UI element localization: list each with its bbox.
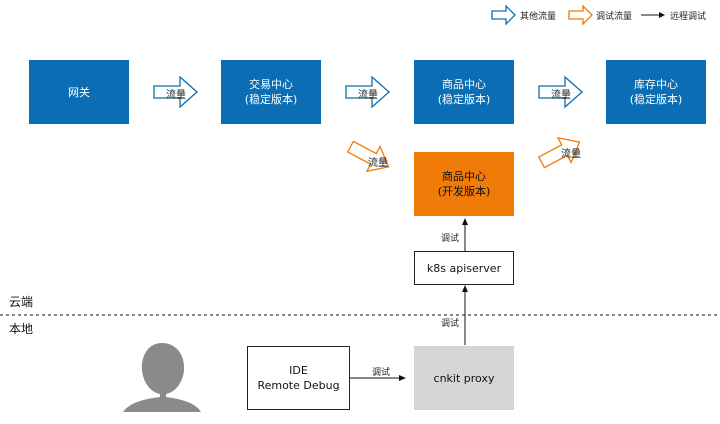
edge-label-traffic-2: 流量 xyxy=(358,90,378,101)
node-k8s-apiserver: k8s apiserver xyxy=(414,251,514,285)
node-product-dev-version: (开发版本) xyxy=(437,185,491,198)
node-trade-center-name: 交易中心 xyxy=(249,78,293,91)
edge-label-traffic-3: 流量 xyxy=(551,90,571,101)
node-inventory-name: 库存中心 xyxy=(634,78,678,91)
node-gateway: 网关 xyxy=(29,60,129,124)
debug-traffic-arrow-in xyxy=(346,140,390,173)
node-product-stable-name: 商品中心 xyxy=(442,78,486,91)
node-inventory-version: (稳定版本) xyxy=(629,93,683,106)
node-trade-center-version: (稳定版本) xyxy=(244,93,298,106)
node-inventory-center: 库存中心 (稳定版本) xyxy=(606,60,706,124)
node-apiserver-label: k8s apiserver xyxy=(426,261,502,275)
debug-traffic-arrow-out xyxy=(537,136,581,169)
node-gateway-label: 网关 xyxy=(68,85,90,99)
legend-blue-arrow-icon xyxy=(491,4,516,26)
edge-label-debug-apiserver: 调试 xyxy=(441,234,460,244)
developer-person-icon xyxy=(123,343,201,412)
edge-label-debug-ide: 调试 xyxy=(372,368,391,378)
legend-other-traffic-label: 其他流量 xyxy=(520,12,557,22)
node-trade-center: 交易中心 (稳定版本) xyxy=(221,60,321,124)
node-product-center-stable: 商品中心 (稳定版本) xyxy=(414,60,514,124)
node-cnkit-proxy: cnkit proxy xyxy=(414,346,514,410)
traffic-arrow-product-inventory xyxy=(538,75,583,109)
legend-orange-arrow-icon xyxy=(568,4,593,26)
legend-debug-traffic-label: 调试流量 xyxy=(596,12,633,22)
traffic-arrow-gateway-trade xyxy=(153,75,198,109)
traffic-arrow-trade-product xyxy=(345,75,390,109)
edge-label-traffic-1: 流量 xyxy=(166,90,186,101)
node-ide-line2: Remote Debug xyxy=(257,379,340,392)
node-product-center-dev: 商品中心 (开发版本) xyxy=(414,152,514,216)
node-cnkit-label: cnkit proxy xyxy=(433,371,495,385)
region-label-local: 本地 xyxy=(9,322,34,336)
legend-remote-debug-label: 远程调试 xyxy=(670,12,707,22)
node-ide-line1: IDE xyxy=(289,364,308,377)
edge-label-debug-traffic-out: 流量 xyxy=(561,149,581,160)
node-product-dev-name: 商品中心 xyxy=(442,170,486,183)
node-ide-remote-debug: IDE Remote Debug xyxy=(247,346,350,410)
region-label-cloud: 云端 xyxy=(9,295,34,309)
edge-label-debug-proxy: 调试 xyxy=(441,319,460,329)
edge-label-debug-traffic-in: 流量 xyxy=(368,158,388,169)
node-product-stable-version: (稳定版本) xyxy=(437,93,491,106)
